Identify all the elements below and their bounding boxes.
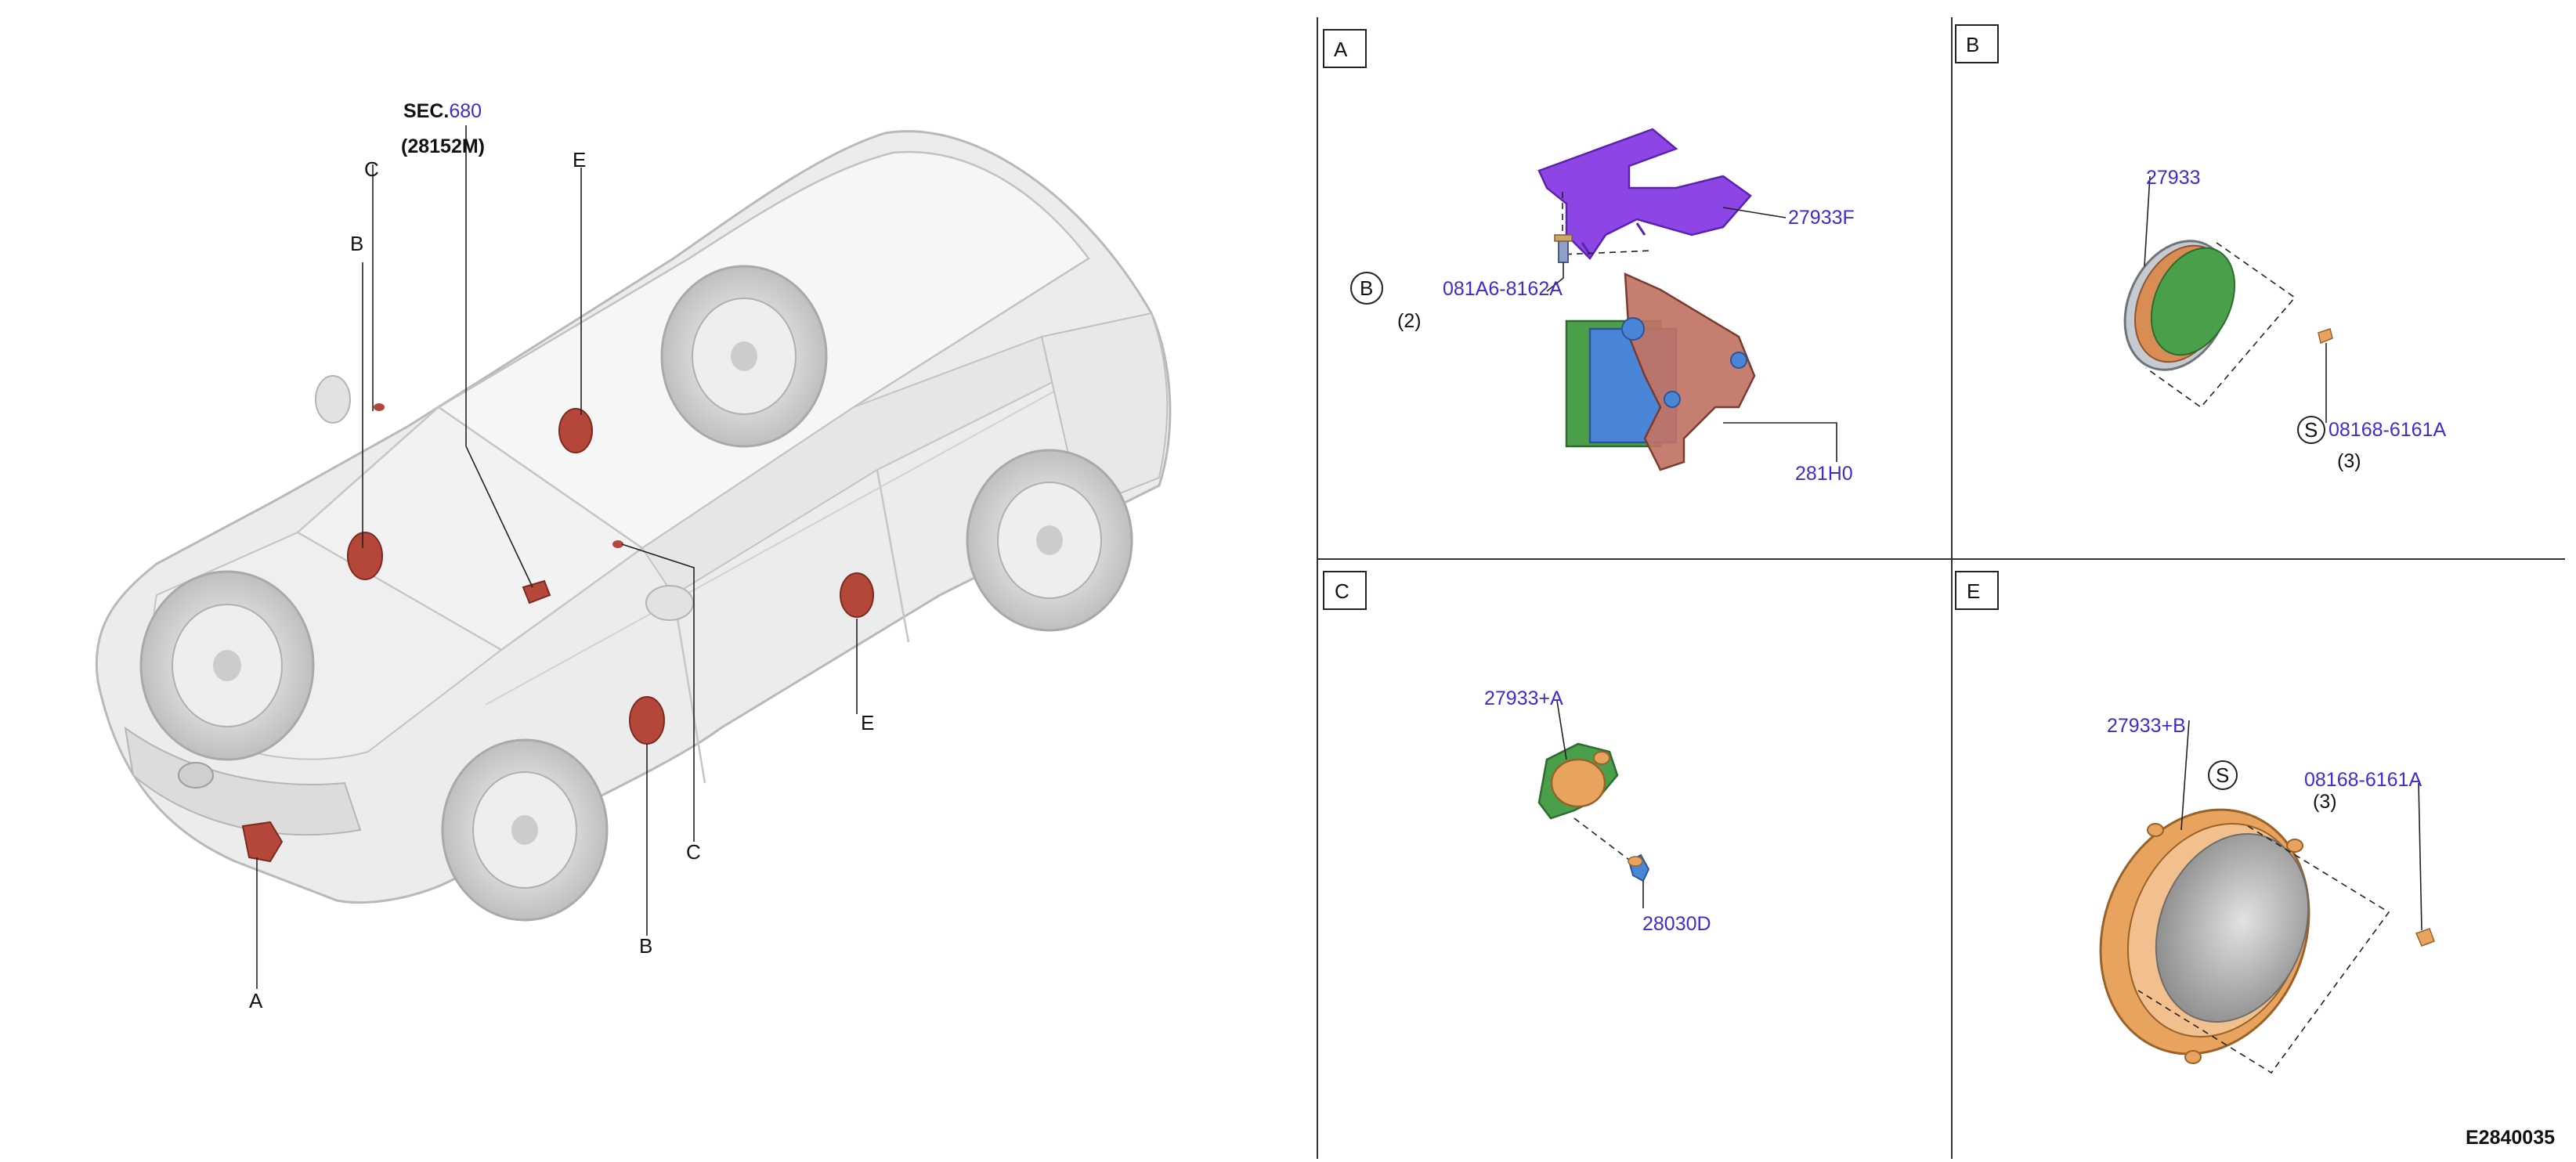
- part-link-28030d[interactable]: 28030D: [1642, 913, 1711, 935]
- part-link-08168-6161a-e[interactable]: 08168-6161A: [2304, 769, 2422, 791]
- speaker-location-e-front: [840, 572, 874, 618]
- callout-e-lower: E: [861, 711, 874, 734]
- fastener-symbol-e: [2208, 760, 2238, 790]
- panel-c-letter: C: [1335, 579, 1349, 603]
- speaker-location-a: [241, 821, 284, 863]
- panel-a-letter: A: [1334, 38, 1348, 61]
- fastener-qty-b: (3): [2337, 450, 2361, 472]
- audio-unit-281h0: [1565, 272, 1756, 471]
- clip-28030d: [1628, 853, 1650, 882]
- fastener-symbol-b: [2297, 416, 2325, 444]
- callout-a: A: [249, 989, 263, 1012]
- speaker-location-b-front: [347, 532, 383, 580]
- panel-a: A B (2) 27933F 081A6-8162A 281: [1323, 29, 1855, 485]
- fastener-symbol-b-letter: S: [2304, 418, 2318, 442]
- callout-b-upper: B: [350, 232, 363, 255]
- panel-c: C 27933+A 28030D: [1323, 571, 1711, 935]
- bracket-27933f: [1537, 128, 1752, 260]
- callout-e-upper: E: [573, 148, 586, 171]
- callout-c-upper: C: [364, 157, 379, 181]
- speaker-location-e-rear: [558, 408, 593, 453]
- panel-b-letter: B: [1966, 33, 1979, 56]
- panel-a-letter-box: [1323, 29, 1367, 68]
- vehicle-overview: SEC.680 (28152M) C B E E C B A: [95, 100, 1172, 1012]
- part-link-27933f[interactable]: 27933F: [1788, 207, 1855, 229]
- wheel-front-left: [139, 570, 315, 761]
- fastener-qty-e: (3): [2313, 791, 2337, 813]
- fastener-symbol-a: [1350, 272, 1383, 305]
- fastener-symbol-a-letter: B: [1360, 276, 1373, 300]
- panel-b: B 27933 S 08168-6161A (3): [1955, 24, 2446, 472]
- panel-b-letter-box: [1955, 24, 1999, 63]
- part-link-27933b[interactable]: 27933+B: [2107, 715, 2186, 737]
- part-link-27933a[interactable]: 27933+A: [1484, 687, 1563, 709]
- screw-08168-6161a-e: [2415, 928, 2435, 947]
- part-link-27933[interactable]: 27933: [2146, 167, 2201, 189]
- fastener-symbol-e-letter: S: [2216, 763, 2229, 787]
- callout-b-lower: B: [639, 934, 652, 958]
- part-link-081a6-8162a[interactable]: 081A6-8162A: [1443, 278, 1563, 300]
- sec-prefix: SEC.: [403, 100, 449, 122]
- speaker-location-c-front: [374, 403, 385, 411]
- panel-c-letter-box: [1323, 571, 1367, 610]
- detail-grid: [1317, 17, 2565, 1159]
- panel-e: E 27933+B S 08168-6161A (3): [1955, 571, 2435, 1074]
- part-link-281h0[interactable]: 281H0: [1795, 463, 1853, 485]
- wheel-rear-left: [660, 265, 828, 448]
- fastener-qty-a: (2): [1397, 310, 1422, 332]
- figure-id: E2840035: [2466, 1127, 2555, 1149]
- wheel-rear-right: [966, 449, 1133, 632]
- amplifier-location: [522, 579, 551, 604]
- part-link-08168-6161a-b[interactable]: 08168-6161A: [2329, 419, 2446, 441]
- sec-number-link[interactable]: 680: [449, 100, 482, 122]
- callout-c-lower: C: [686, 840, 701, 864]
- bolt-081a6-8162a: [1554, 234, 1573, 263]
- sec-reference[interactable]: SEC.680: [403, 100, 482, 122]
- speaker-location-c-rear: [612, 540, 623, 548]
- speaker-location-b-rear: [629, 696, 665, 745]
- speaker-27933: [2123, 240, 2236, 371]
- speaker-27933b: [2099, 808, 2310, 1064]
- panel-e-letter-box: [1955, 571, 1999, 610]
- panel-e-letter: E: [1967, 579, 1980, 603]
- sec-part-number: (28152M): [401, 135, 485, 157]
- tweeter-27933a: [1537, 742, 1619, 820]
- screw-08168-6161a-b: [2318, 328, 2333, 345]
- wheel-front-right: [441, 738, 609, 922]
